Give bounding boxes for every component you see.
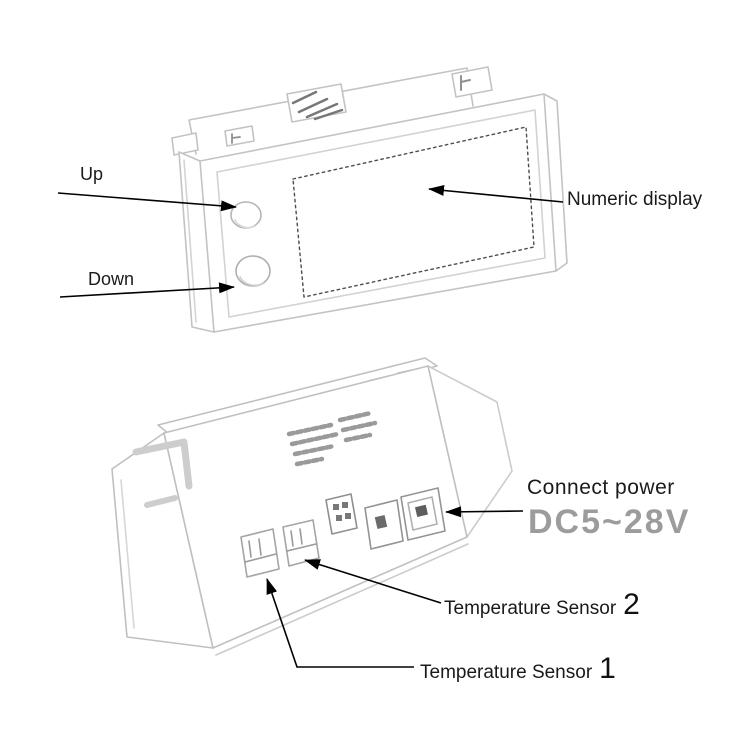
sensor-2-number: 2 <box>623 588 640 621</box>
back-panel <box>163 365 468 649</box>
label-numeric-display: Numeric display <box>567 189 703 210</box>
label-down: Down <box>88 269 135 289</box>
sensor-connector-2 <box>282 519 320 567</box>
bezel-left-flange <box>178 151 215 333</box>
sensor-1-number: 1 <box>599 652 616 685</box>
sensor-1-text: Temperature Sensor <box>420 662 593 683</box>
power-connector <box>364 487 446 550</box>
rear-tab <box>451 66 493 98</box>
down-button <box>235 255 271 287</box>
sensor-connector-1 <box>240 528 280 578</box>
label-temperature-sensor-1: Temperature Sensor 1 <box>420 654 616 684</box>
sensor-2-arrow <box>304 559 442 604</box>
label-connect-power: Connect power <box>527 476 675 499</box>
power-spec-text: DC5~28V <box>528 503 691 541</box>
up-arrow <box>57 192 237 212</box>
label-up: Up <box>80 164 104 184</box>
down-arrow <box>59 282 235 298</box>
back-view-sketch <box>111 357 513 656</box>
sensor-2-text: Temperature Sensor <box>444 598 617 619</box>
label-temperature-sensor-2: Temperature Sensor 2 <box>444 590 640 620</box>
connect-power-arrow <box>445 506 524 518</box>
dip-switch-block <box>325 493 358 535</box>
front-view-sketch <box>171 66 568 333</box>
up-button <box>230 201 262 229</box>
sensor-1-arrow <box>266 578 414 668</box>
numeric-display-arrow <box>428 184 564 203</box>
numeric-display-area <box>292 126 535 298</box>
